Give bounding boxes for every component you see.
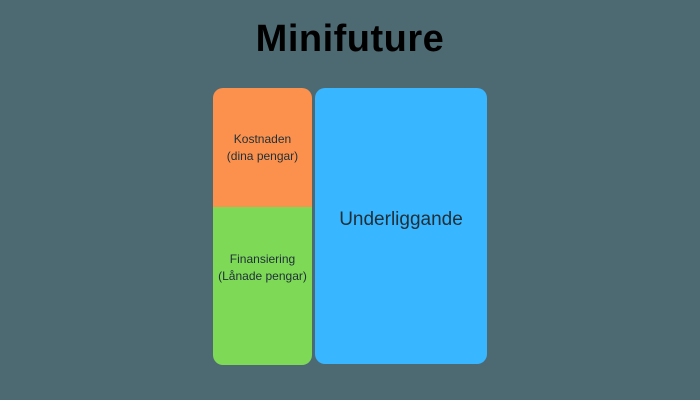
cost-financing-column: Kostnaden (dina pengar) Finansiering (Lå…: [213, 88, 312, 365]
underlying-box: Underliggande: [315, 88, 487, 364]
financing-box-label-line1: Finansiering: [229, 252, 296, 266]
financing-box-label-line2: (Lånade pengar): [218, 269, 307, 283]
cost-box: Kostnaden (dina pengar): [213, 88, 312, 207]
financing-box-label: Finansiering (Lånade pengar): [218, 251, 307, 285]
page-title: Minifuture: [255, 18, 445, 60]
cost-box-label-line1: Kostnaden: [233, 131, 292, 146]
underlying-box-label: Underliggande: [339, 209, 463, 230]
cost-box-label: Kostnaden (dina pengar): [227, 131, 298, 165]
cost-box-label-line2: (dina pengar): [226, 148, 299, 163]
financing-box: Finansiering (Lånade pengar): [213, 207, 312, 365]
